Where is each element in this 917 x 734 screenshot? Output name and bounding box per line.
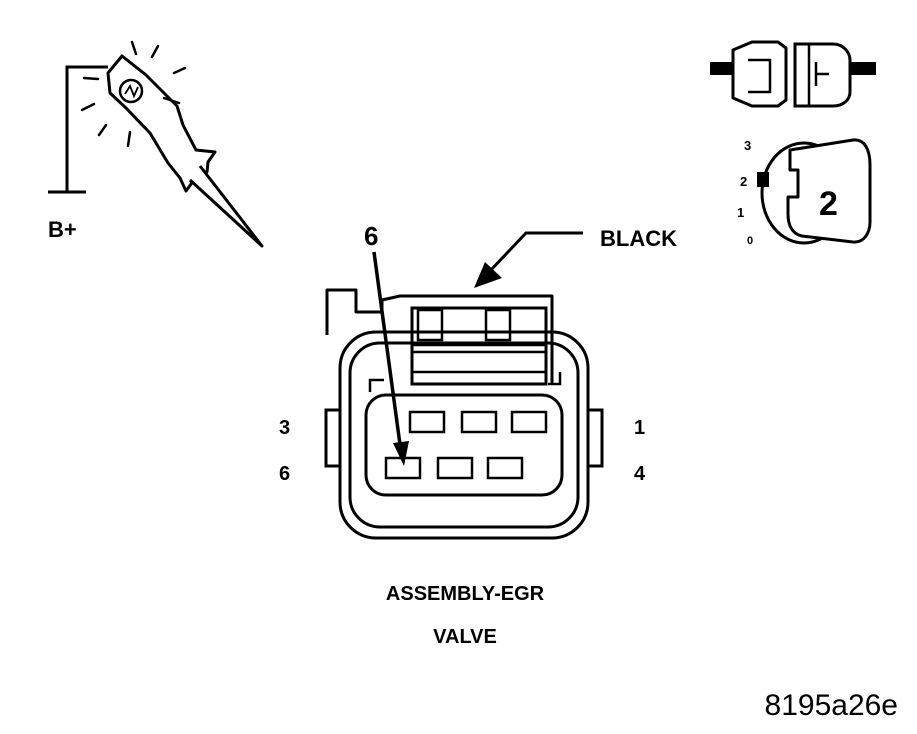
terminal-cavity-3	[408, 410, 446, 434]
pin-callout-arrow	[372, 251, 409, 466]
terminal-cavity-4	[486, 456, 524, 480]
ignition-key-icon	[757, 138, 872, 245]
ignition-position-0: 0	[747, 235, 753, 247]
figure-id: 8195a26e	[765, 689, 898, 722]
connector-caption-line1: ASSEMBLY-EGR	[386, 583, 545, 605]
pin-callout-number: 6	[364, 221, 378, 251]
pin-label-bottom-right: 4	[634, 463, 646, 485]
terminal-cavity-5	[436, 456, 474, 480]
terminal-cavity-2	[460, 410, 498, 434]
b-plus-label: B+	[48, 217, 77, 242]
connector-caption-line2: VALVE	[433, 626, 497, 648]
connector-disconnected-icon	[710, 40, 876, 108]
egr-connector-face	[324, 288, 604, 540]
terminal-cavity-1	[510, 410, 548, 434]
pin-label-top-left: 3	[279, 417, 290, 439]
pin-label-top-right: 1	[634, 417, 645, 439]
ignition-position-2: 2	[740, 174, 747, 189]
color-callout-arrow	[474, 231, 583, 288]
pin-label-bottom-left: 6	[279, 463, 290, 485]
test-light-probe-icon	[48, 40, 264, 248]
ignition-position-1: 1	[737, 205, 744, 220]
ignition-position-3: 3	[744, 138, 751, 153]
ignition-key-number: 2	[819, 185, 838, 223]
connector-color-label: BLACK	[600, 226, 677, 251]
